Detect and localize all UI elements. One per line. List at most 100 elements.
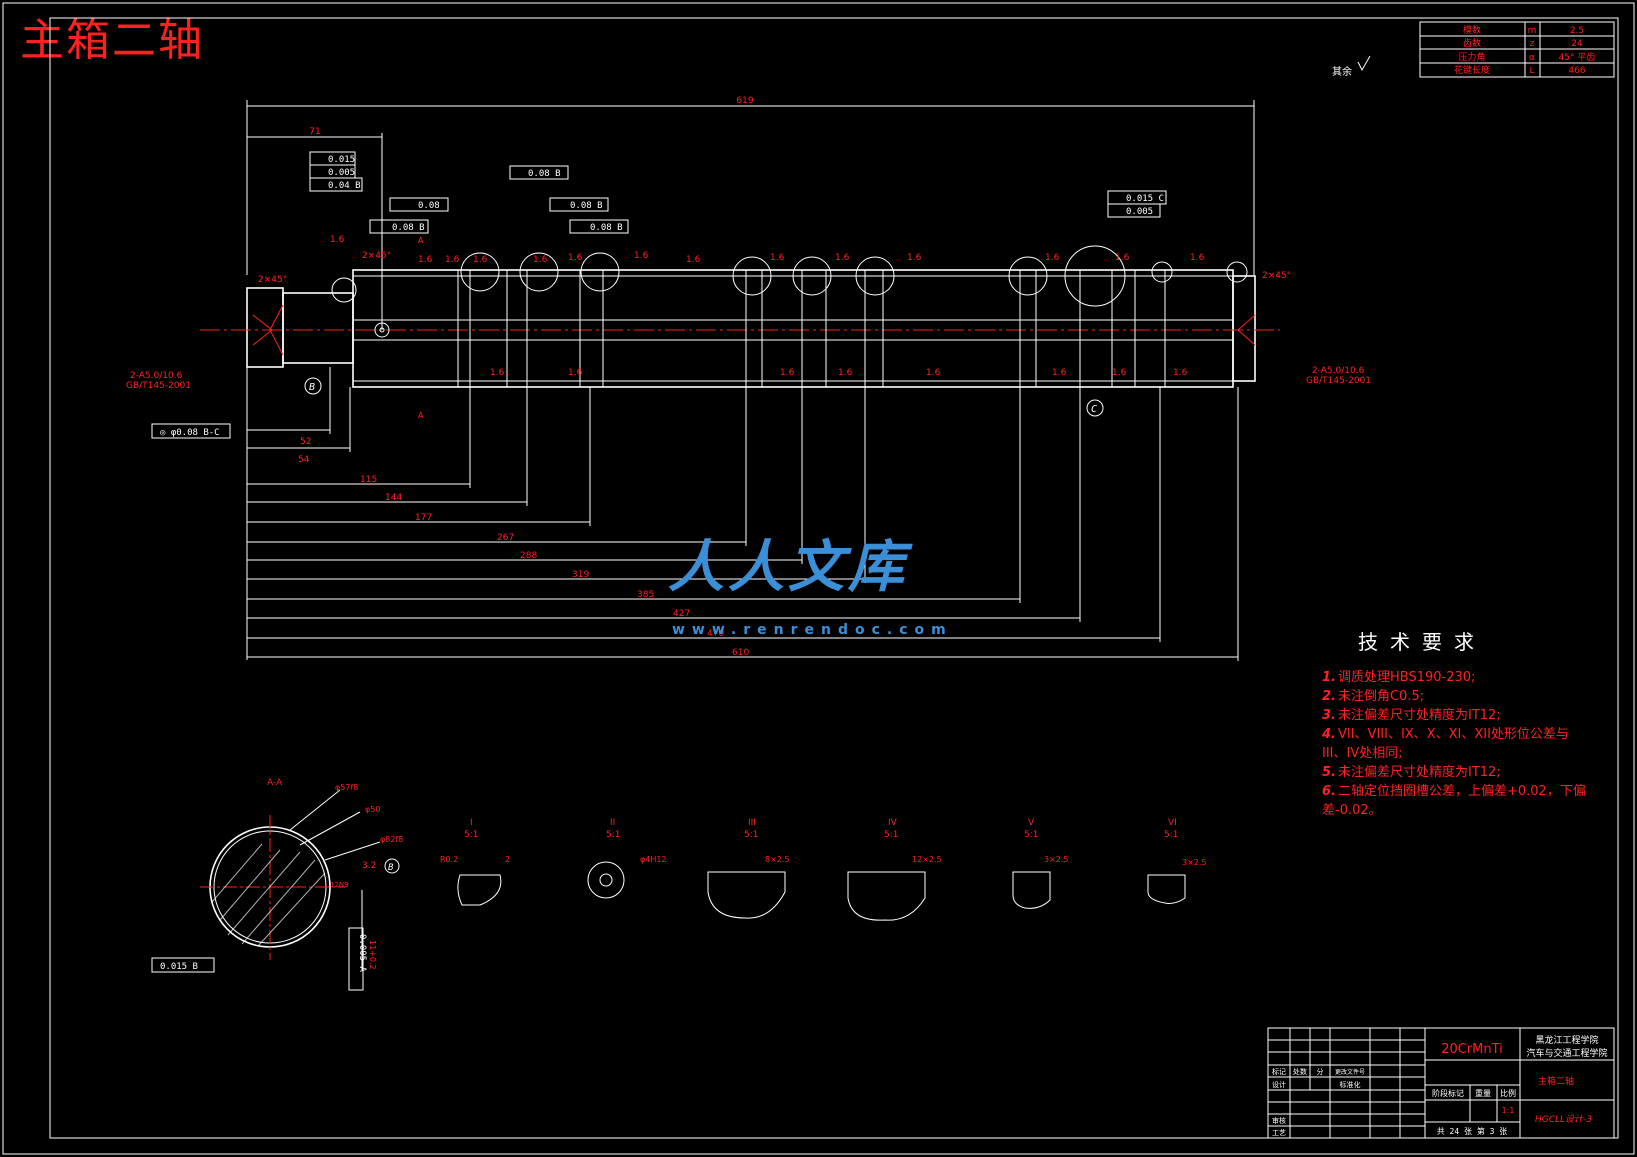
dim-chain (246, 367, 1239, 661)
param-name-2: 压力角 (1458, 51, 1485, 63)
svg-text:标记: 标记 (1272, 1067, 1286, 1076)
svg-text:1.6: 1.6 (770, 253, 785, 263)
svg-text:比例: 比例 (1500, 1088, 1516, 1098)
datum-b-circle (304, 377, 322, 395)
svg-text:2: 2 (505, 855, 510, 864)
svg-text:HGCLL设计-3: HGCLL设计-3 (1535, 1114, 1592, 1125)
section-a-top: A (418, 236, 424, 245)
param-sym-0: m (1528, 26, 1537, 36)
svg-text:阶段标记: 阶段标记 (1432, 1088, 1464, 1098)
datum-b: B (309, 382, 315, 393)
svg-text:1.6: 1.6 (1190, 253, 1205, 263)
param-value-0: 2.5 (1570, 26, 1584, 36)
tech-requirements-list: 1.调质处理HBS190-230; 2.未注倒角C0.5; 3.未注偏差尺寸处精… (1322, 668, 1592, 820)
svg-text:5:1: 5:1 (1164, 830, 1178, 840)
svg-text:V: V (1028, 818, 1035, 828)
svg-text:1.6: 1.6 (634, 251, 649, 261)
svg-text:重量: 重量 (1475, 1088, 1491, 1098)
svg-text:1.6: 1.6 (473, 255, 488, 265)
svg-text:115: 115 (360, 475, 377, 485)
svg-text:12N9: 12N9 (330, 881, 349, 889)
param-sym-1: z (1530, 39, 1535, 49)
svg-text:8×2.5: 8×2.5 (765, 855, 790, 864)
svg-text:1.6: 1.6 (1052, 368, 1067, 378)
svg-text:1.6: 1.6 (1115, 253, 1130, 263)
svg-text:177: 177 (415, 513, 432, 523)
tech-item: 1.调质处理HBS190-230; (1322, 670, 1476, 685)
detail-5: V 5:1 3×2.5 (1012, 818, 1069, 909)
tech-item: 3.未注偏差尺寸处精度为IT12; (1322, 708, 1501, 723)
svg-text:385: 385 (637, 590, 654, 600)
param-name-0: 模数 (1463, 24, 1481, 36)
roughness-marks: 1.6 1.6 1.6 1.6 1.6 1.6 1.6 1.6 1.6 1.6 … (330, 235, 1205, 378)
svg-text:267: 267 (497, 533, 514, 543)
tech-requirements-heading: 技术要求 (1358, 630, 1486, 654)
detail-6: VI 5:1 3×2.5 (1147, 818, 1207, 904)
svg-text:◎ φ0.08 B-C: ◎ φ0.08 B-C (160, 428, 220, 438)
svg-text:3.2: 3.2 (362, 861, 376, 871)
detail-3: III 5:1 8×2.5 (707, 818, 790, 919)
svg-text:5:1: 5:1 (606, 830, 620, 840)
svg-text:1.6: 1.6 (686, 255, 701, 265)
svg-text:5:1: 5:1 (464, 830, 478, 840)
svg-text:0.015 B: 0.015 B (160, 962, 198, 972)
svg-text:1.6: 1.6 (907, 253, 922, 263)
detail-circles (331, 245, 1248, 307)
watermark-url: www.renrendoc.com (672, 622, 953, 638)
svg-text:20CrMnTi: 20CrMnTi (1441, 1042, 1503, 1057)
svg-text:610: 610 (732, 648, 749, 658)
svg-text:0.04 B: 0.04 B (328, 181, 361, 191)
svg-text:3×2.5: 3×2.5 (1044, 855, 1069, 864)
detail-1: I 5:1 R0.2 2 (440, 818, 510, 906)
svg-text:汽车与交通工程学院: 汽车与交通工程学院 (1526, 1047, 1607, 1059)
svg-text:1.6: 1.6 (926, 368, 941, 378)
svg-text:319: 319 (572, 570, 589, 580)
svg-text:1.6: 1.6 (780, 368, 795, 378)
shaft-grooves (374, 270, 1113, 387)
svg-text:1.6: 1.6 (418, 255, 433, 265)
watermark: 人人文库 www.renrendoc.com (668, 522, 946, 638)
svg-text:B: B (388, 863, 394, 873)
svg-text:共 24 张 第 3 张: 共 24 张 第 3 张 (1437, 1126, 1508, 1136)
svg-text:0.08 B: 0.08 B (392, 223, 425, 233)
svg-text:0.08: 0.08 (418, 201, 440, 211)
svg-text:1.6: 1.6 (568, 368, 583, 378)
svg-text:1.6: 1.6 (490, 368, 505, 378)
svg-text:11+0.2: 11+0.2 (368, 940, 377, 970)
svg-text:VI: VI (1168, 818, 1177, 828)
svg-text:IV: IV (888, 818, 898, 828)
svg-text:619: 619 (736, 96, 753, 106)
param-value-3: 466 (1568, 66, 1585, 76)
datum-c-circle (1086, 399, 1104, 417)
gdt-frames: 0.015 0.005 0.04 B 0.08 B 0.08 0.08 B 0.… (151, 151, 1167, 439)
svg-text:0.08 B: 0.08 B (590, 223, 623, 233)
svg-text:1.6: 1.6 (838, 368, 853, 378)
param-sym-2: α (1529, 53, 1535, 63)
svg-text:工艺: 工艺 (1272, 1129, 1286, 1137)
detail-2: II 5:1 φ4H12 (587, 818, 667, 899)
svg-text:主箱二轴: 主箱二轴 (1538, 1075, 1574, 1087)
center-left: 2-A5.0/10.6 (130, 371, 183, 381)
svg-text:更改文件号: 更改文件号 (1335, 1068, 1365, 1076)
svg-text:II: II (610, 818, 615, 828)
watermark-logo-text: 人人文库 (668, 535, 908, 600)
tech-item: 5.未注偏差尺寸处精度为IT12; (1322, 765, 1501, 780)
svg-text:黑龙江工程学院: 黑龙江工程学院 (1535, 1034, 1598, 1046)
param-name-3: 花键长度 (1454, 64, 1490, 76)
svg-text:φ82f8: φ82f8 (380, 835, 403, 844)
chamfer-right: 2×45° (1262, 271, 1291, 281)
svg-text:1.6: 1.6 (1173, 368, 1188, 378)
other-rough-label: 其余 (1332, 65, 1352, 78)
svg-text:分: 分 (1317, 1067, 1324, 1076)
center-right: 2-A5.0/10.6 (1312, 366, 1365, 376)
tech-item: 6.二轴定位挡圈槽公差，上偏差+0.02，下偏差-0.02。 (1322, 784, 1586, 818)
svg-text:71: 71 (309, 127, 320, 137)
svg-text:54: 54 (298, 455, 310, 465)
svg-text:1.6: 1.6 (568, 253, 583, 263)
svg-text:A-A: A-A (267, 778, 283, 788)
svg-text:III: III (748, 818, 756, 828)
svg-text:1.6: 1.6 (1045, 253, 1060, 263)
svg-text:0.005: 0.005 (1126, 207, 1153, 217)
